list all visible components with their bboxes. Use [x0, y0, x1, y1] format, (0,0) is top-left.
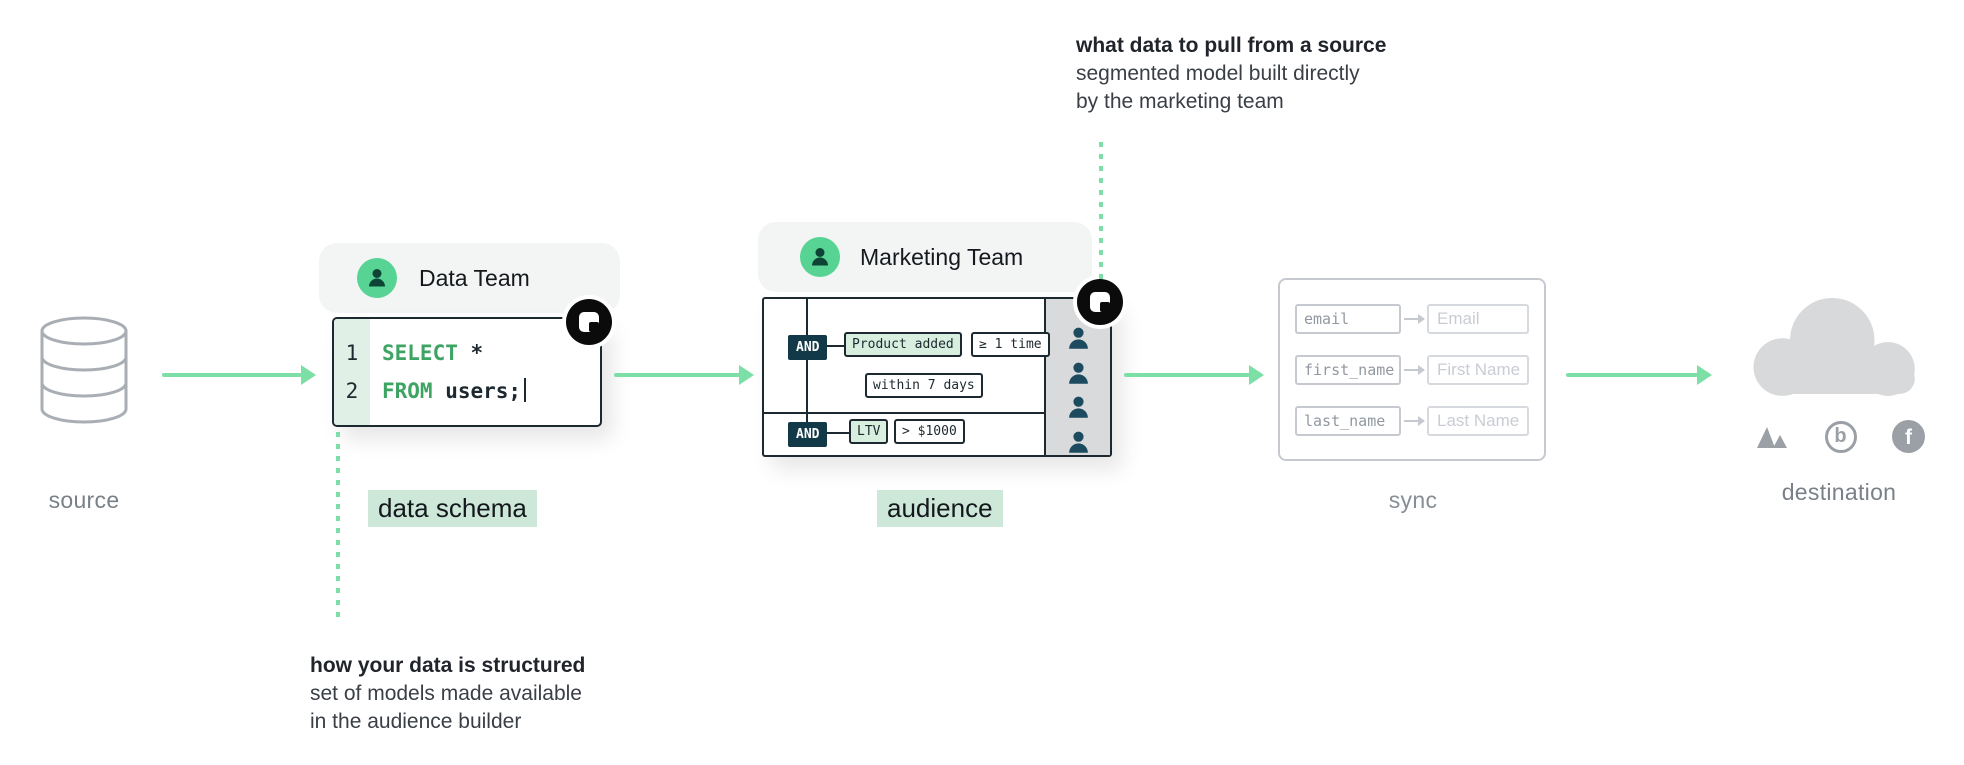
flow-arrow-source-to-schema	[162, 373, 302, 377]
marketing-team-card: Marketing Team	[758, 222, 1092, 292]
audience-members-column	[1044, 299, 1110, 455]
code-area: SELECT * FROM users;	[370, 319, 527, 425]
marketing-team-avatar	[800, 237, 840, 277]
source-column-field: first_name	[1295, 355, 1401, 385]
audience-tag: audience	[877, 490, 1003, 527]
and-operator-chip: AND	[788, 422, 828, 447]
and-operator-chip: AND	[788, 335, 828, 360]
count-condition-chip: ≥ 1 time	[971, 332, 1050, 357]
text-cursor	[524, 378, 527, 402]
mapping-arrow-icon	[1404, 314, 1425, 324]
cloud-icon	[1753, 297, 1915, 396]
mapping-row: last_name Last Name	[1295, 406, 1529, 436]
code-line: SELECT *	[382, 341, 484, 365]
source-column-field: email	[1295, 304, 1401, 334]
code-line: FROM users;	[382, 372, 527, 410]
data-schema-tag: data schema	[368, 490, 537, 527]
database-icon	[40, 316, 128, 424]
line-number-gutter: 1 2	[334, 319, 370, 425]
flow-arrow-audience-to-sync	[1124, 373, 1250, 377]
b-logo-icon: b	[1824, 420, 1857, 453]
person-icon	[1068, 327, 1088, 349]
hightouch-logo-icon	[566, 299, 612, 345]
connector-line	[827, 345, 844, 347]
dotted-connector-audience	[1099, 142, 1103, 286]
hightouch-badge	[566, 299, 612, 345]
sync-label: sync	[1388, 487, 1438, 513]
mountain-logo-icon	[1757, 426, 1787, 448]
sync-mapping-box: email Email first_name First Name last_n…	[1278, 278, 1546, 461]
person-icon	[1068, 362, 1088, 384]
dotted-connector-schema	[336, 432, 340, 624]
source-column-field: last_name	[1295, 406, 1401, 436]
event-condition-chip: Product added	[844, 332, 962, 357]
person-icon	[1068, 431, 1088, 453]
hightouch-badge	[1077, 279, 1123, 325]
audience-builder-box: AND Product added ≥ 1 time within 7 days…	[762, 297, 1112, 457]
destination-logos: b f	[1755, 420, 1925, 453]
person-icon	[369, 269, 385, 287]
mapping-row: first_name First Name	[1295, 355, 1529, 385]
sql-code-block: 1 2 SELECT * FROM users;	[332, 317, 602, 427]
value-condition-chip: > $1000	[894, 419, 965, 444]
data-team-avatar	[357, 258, 397, 298]
data-team-card: Data Team	[319, 243, 620, 313]
destination-field: Email	[1427, 304, 1529, 334]
person-icon	[1068, 396, 1088, 418]
conditions-area: AND Product added ≥ 1 time within 7 days…	[764, 299, 1050, 455]
line-number: 1	[345, 341, 359, 365]
line-number: 2	[345, 379, 359, 403]
destination-field: First Name	[1427, 355, 1529, 385]
mapping-row: email Email	[1295, 304, 1529, 334]
data-team-title: Data Team	[419, 264, 530, 291]
mapping-arrow-icon	[1404, 365, 1425, 375]
hightouch-logo-icon	[1077, 279, 1123, 325]
group-divider	[764, 412, 1046, 414]
destination-label: destination	[1781, 479, 1897, 505]
window-condition-chip: within 7 days	[865, 373, 983, 398]
flow-arrow-schema-to-audience	[614, 373, 740, 377]
source-label: source	[48, 487, 120, 513]
schema-annotation: how your data is structured set of model…	[310, 654, 586, 733]
person-icon	[812, 248, 828, 266]
flow-arrow-sync-to-destination	[1566, 373, 1698, 377]
audience-annotation: what data to pull from a source segmente…	[1076, 34, 1387, 113]
facebook-logo-icon: f	[1892, 420, 1925, 453]
ltv-condition-chip: LTV	[849, 419, 889, 444]
marketing-team-title: Marketing Team	[860, 243, 1024, 270]
condition-spine	[806, 299, 808, 434]
mapping-arrow-icon	[1404, 416, 1425, 426]
connector-line	[827, 432, 849, 434]
destination-field: Last Name	[1427, 406, 1529, 436]
